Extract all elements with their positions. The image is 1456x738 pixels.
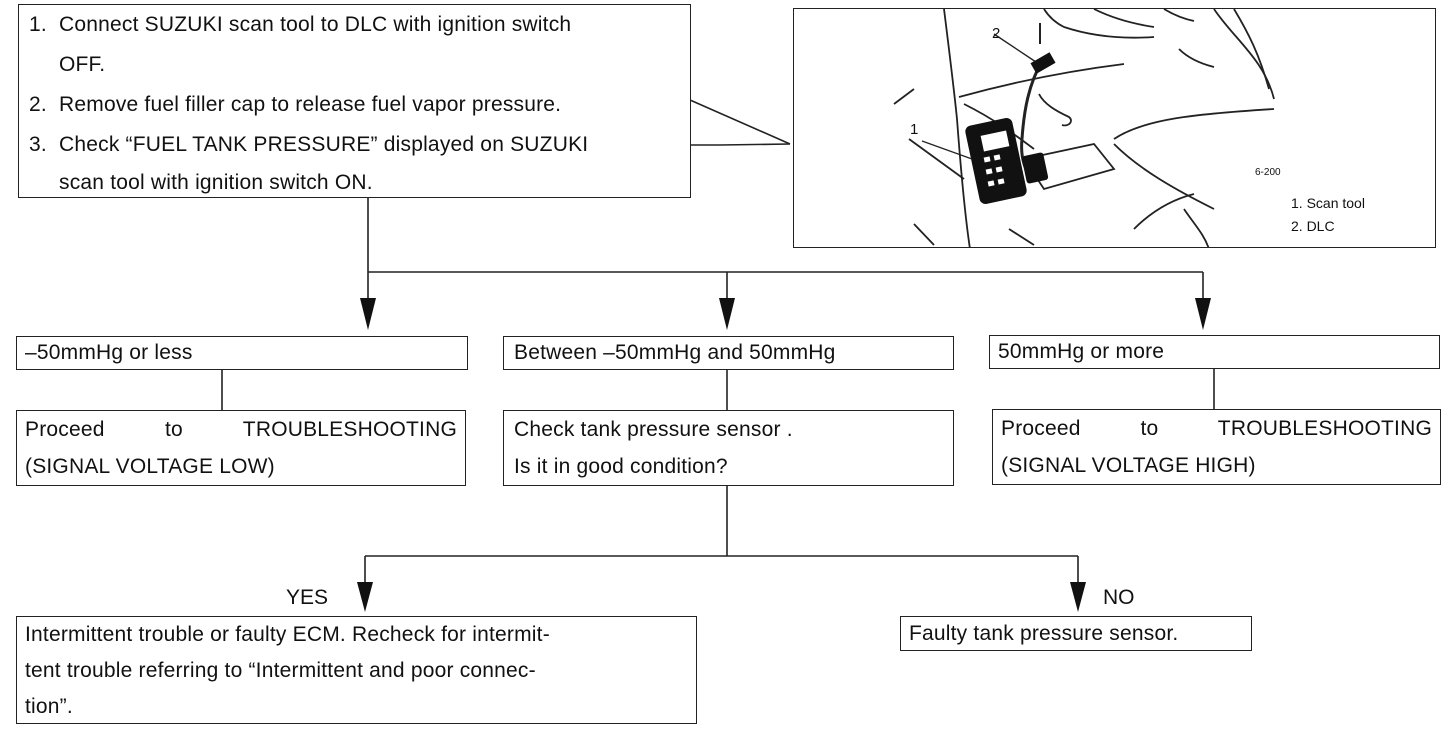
instruction-step-2: 2.Remove fuel filler cap to release fuel… [29, 93, 562, 116]
instruction-step-1: 1.Connect SUZUKI scan tool to DLC with i… [29, 13, 572, 36]
condition-box-normal: Between –50mmHg and 50mmHg [503, 336, 954, 370]
result-box-yes: Intermittent trouble or faulty ECM. Rech… [16, 616, 697, 724]
no-label: NO [1103, 586, 1135, 609]
arrow-to-right-condition [1195, 298, 1211, 330]
condition-normal-label: Between –50mmHg and 50mmHg [514, 341, 836, 364]
result-box-no: Faulty tank pressure sensor. [900, 616, 1252, 651]
arrow-to-left-condition [360, 298, 376, 330]
action-box-low: Proceed to TROUBLESHOOTING (SIGNAL VOLTA… [16, 410, 466, 486]
arrow-to-no [1070, 582, 1086, 612]
figure-legend-item-2: 2. DLC [1291, 218, 1335, 234]
condition-box-high: 50mmHg or more [989, 335, 1440, 369]
action-high-line2: (SIGNAL VOLTAGE HIGH) [1001, 454, 1256, 477]
action-low-line2: (SIGNAL VOLTAGE LOW) [25, 455, 275, 478]
scan-tool-illustration [893, 9, 1275, 247]
callout-2: 2 [992, 25, 1001, 42]
callout-1: 1 [910, 121, 919, 138]
figure-legend-item-1: 1. Scan tool [1291, 195, 1365, 211]
action-box-high: Proceed to TROUBLESHOOTING (SIGNAL VOLTA… [992, 409, 1441, 485]
instruction-box: 1.Connect SUZUKI scan tool to DLC with i… [18, 4, 691, 198]
instruction-step-1-cont: OFF. [59, 53, 106, 76]
figure-code: 6-200 [1255, 167, 1281, 178]
action-check-line1: Check tank pressure sensor . [514, 418, 793, 441]
arrow-to-middle-condition [719, 298, 735, 330]
condition-box-low: –50mmHg or less [16, 336, 468, 370]
result-yes-line2: tent trouble referring to “Intermittent … [25, 659, 536, 682]
action-high-line1: Proceed to TROUBLESHOOTING [1001, 417, 1432, 440]
arrow-to-yes [357, 582, 373, 612]
condition-high-label: 50mmHg or more [998, 340, 1165, 363]
action-low-line1: Proceed to TROUBLESHOOTING [25, 418, 457, 441]
scan-tool-figure: 2 1 6-200 1. Scan tool 2. DLC [793, 8, 1436, 248]
result-yes-line1: Intermittent trouble or faulty ECM. Rech… [25, 623, 550, 646]
yes-label: YES [286, 586, 329, 609]
instruction-step-3-cont: scan tool with ignition switch ON. [59, 171, 373, 194]
action-box-check-sensor: Check tank pressure sensor . Is it in go… [503, 410, 954, 486]
result-yes-line3: tion”. [25, 695, 73, 718]
condition-low-label: –50mmHg or less [25, 341, 193, 364]
result-no-label: Faulty tank pressure sensor. [909, 622, 1179, 645]
action-check-line2: Is it in good condition? [514, 455, 728, 478]
instruction-step-3: 3.Check “FUEL TANK PRESSURE” displayed o… [29, 133, 589, 156]
